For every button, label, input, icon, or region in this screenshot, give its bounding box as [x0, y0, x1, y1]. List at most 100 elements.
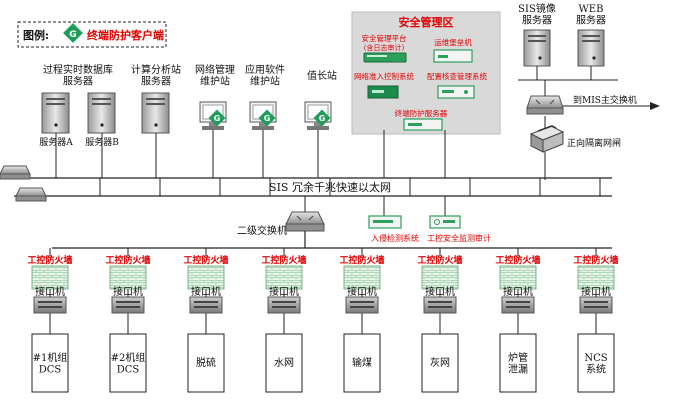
- svg-text:G: G: [69, 30, 76, 40]
- historian-label: 过程实时数据库服务器: [43, 63, 113, 88]
- appsoft-label: 应用软件维护站: [245, 63, 285, 88]
- security-zone: 安全管理区 安全管理平台 (含日志审计) 运维堡垒机 网络准入控制系统 配置核查…: [351, 11, 501, 135]
- subsystem-name: 灰网: [430, 356, 450, 369]
- bastion-label: 运维堡垒机: [434, 37, 472, 47]
- endpoint-client-icon: G: [258, 109, 276, 127]
- secondary-switch-label: 二级交换机: [237, 224, 287, 237]
- platform-label: 安全管理平台: [362, 33, 407, 43]
- interface-label: 接口机: [425, 285, 455, 298]
- subsystem-box: [109, 333, 147, 393]
- firewall-icon: [577, 265, 615, 290]
- subsystem-box: [343, 333, 381, 393]
- ics-audit-label: 工控安全监测审计: [427, 233, 491, 243]
- appsoft-workstation: G: [249, 101, 277, 130]
- subsystem-box: [31, 333, 69, 393]
- interface-label: 接口机: [581, 285, 611, 298]
- interface-server-icon: [111, 296, 145, 314]
- top-right-links: [518, 66, 650, 180]
- interface-label: 接口机: [35, 285, 65, 298]
- subsystem-box: [499, 333, 537, 393]
- subsystem-box: [577, 333, 615, 393]
- config-check-device: [437, 85, 475, 99]
- subsystem-name: 输煤: [352, 356, 372, 369]
- endpoint-client-icon: G: [208, 109, 226, 127]
- netmgmt-workstation: G: [199, 101, 227, 130]
- secondary-switch: [285, 211, 325, 232]
- endpoint-server-label: 终端防护服务器: [395, 108, 448, 118]
- interface-server-icon: [189, 296, 223, 314]
- ids-device: [368, 215, 402, 229]
- top-right-switch: [526, 95, 564, 115]
- mis-link-label: 到MIS主交换机: [573, 94, 637, 106]
- netmgmt-label: 网络管理维护站: [195, 63, 235, 88]
- firewall-label: 工控防火墙: [261, 254, 306, 266]
- firewall-icon: [343, 265, 381, 290]
- interface-server-icon: [33, 296, 67, 314]
- interface-label: 接口机: [191, 285, 221, 298]
- subsystem-box: [187, 333, 225, 393]
- sis-backbone: [14, 177, 612, 197]
- firewall-icon: [421, 265, 459, 290]
- config-check-label: 配置核查管理系统: [427, 71, 487, 81]
- firewall-label: 工控防火墙: [27, 254, 72, 266]
- endpoint-client-icon: G: [313, 109, 331, 127]
- ics-audit-device: [429, 215, 461, 229]
- firewall-label: 工控防火墙: [573, 254, 618, 266]
- svg-text:G: G: [264, 114, 271, 123]
- calc-label: 计算分析站服务器: [131, 63, 181, 88]
- nac-device: [367, 85, 399, 99]
- server-b: [87, 92, 116, 134]
- interface-server-icon: [579, 296, 613, 314]
- duty-workstation: G: [304, 101, 332, 130]
- firewall-icon: [109, 265, 147, 290]
- mis-arrow-icon: [650, 102, 660, 110]
- firewall-label: 工控防火墙: [495, 254, 540, 266]
- interface-label: 接口机: [269, 285, 299, 298]
- duty-label: 值长站: [307, 69, 337, 82]
- firewall-icon: [499, 265, 537, 290]
- endpoint-server-device: [403, 118, 443, 131]
- firewall-label: 工控防火墙: [417, 254, 462, 266]
- distribution-bus: [52, 231, 612, 249]
- firewall-label: 工控防火墙: [339, 254, 384, 266]
- firewall-icon: [187, 265, 225, 290]
- subsystem-box: [265, 333, 303, 393]
- platform-sub: (含日志审计): [364, 43, 405, 52]
- core-switch-1: [0, 165, 31, 180]
- interface-server-icon: [423, 296, 457, 314]
- subsystem-box: [421, 333, 459, 393]
- endpoint-client-icon: G: [63, 23, 83, 43]
- server-a: [41, 92, 70, 134]
- svg-text:SIS镜像服务器: SIS镜像服务器: [518, 2, 556, 27]
- interface-server-icon: [345, 296, 379, 314]
- subsystem-name: 脱硫: [196, 356, 216, 369]
- security-platform-device: [363, 52, 407, 63]
- legend: 图例: G 终端防护客户端: [17, 21, 167, 48]
- subsystem-name: 水网: [274, 357, 294, 369]
- nac-label: 网络准入控制系统: [354, 71, 414, 81]
- firewall-icon: [265, 265, 303, 290]
- isolation-gateway: [529, 125, 565, 153]
- interface-server-icon: [267, 296, 301, 314]
- legend-prefix: 图例:: [23, 28, 49, 42]
- backbone-drops: [55, 130, 601, 216]
- interface-label: 接口机: [113, 285, 143, 298]
- firewall-label: 工控防火墙: [105, 254, 150, 266]
- firewall-label: 工控防火墙: [183, 254, 228, 266]
- interface-server-icon: [501, 296, 535, 314]
- interface-label: 接口机: [503, 285, 533, 298]
